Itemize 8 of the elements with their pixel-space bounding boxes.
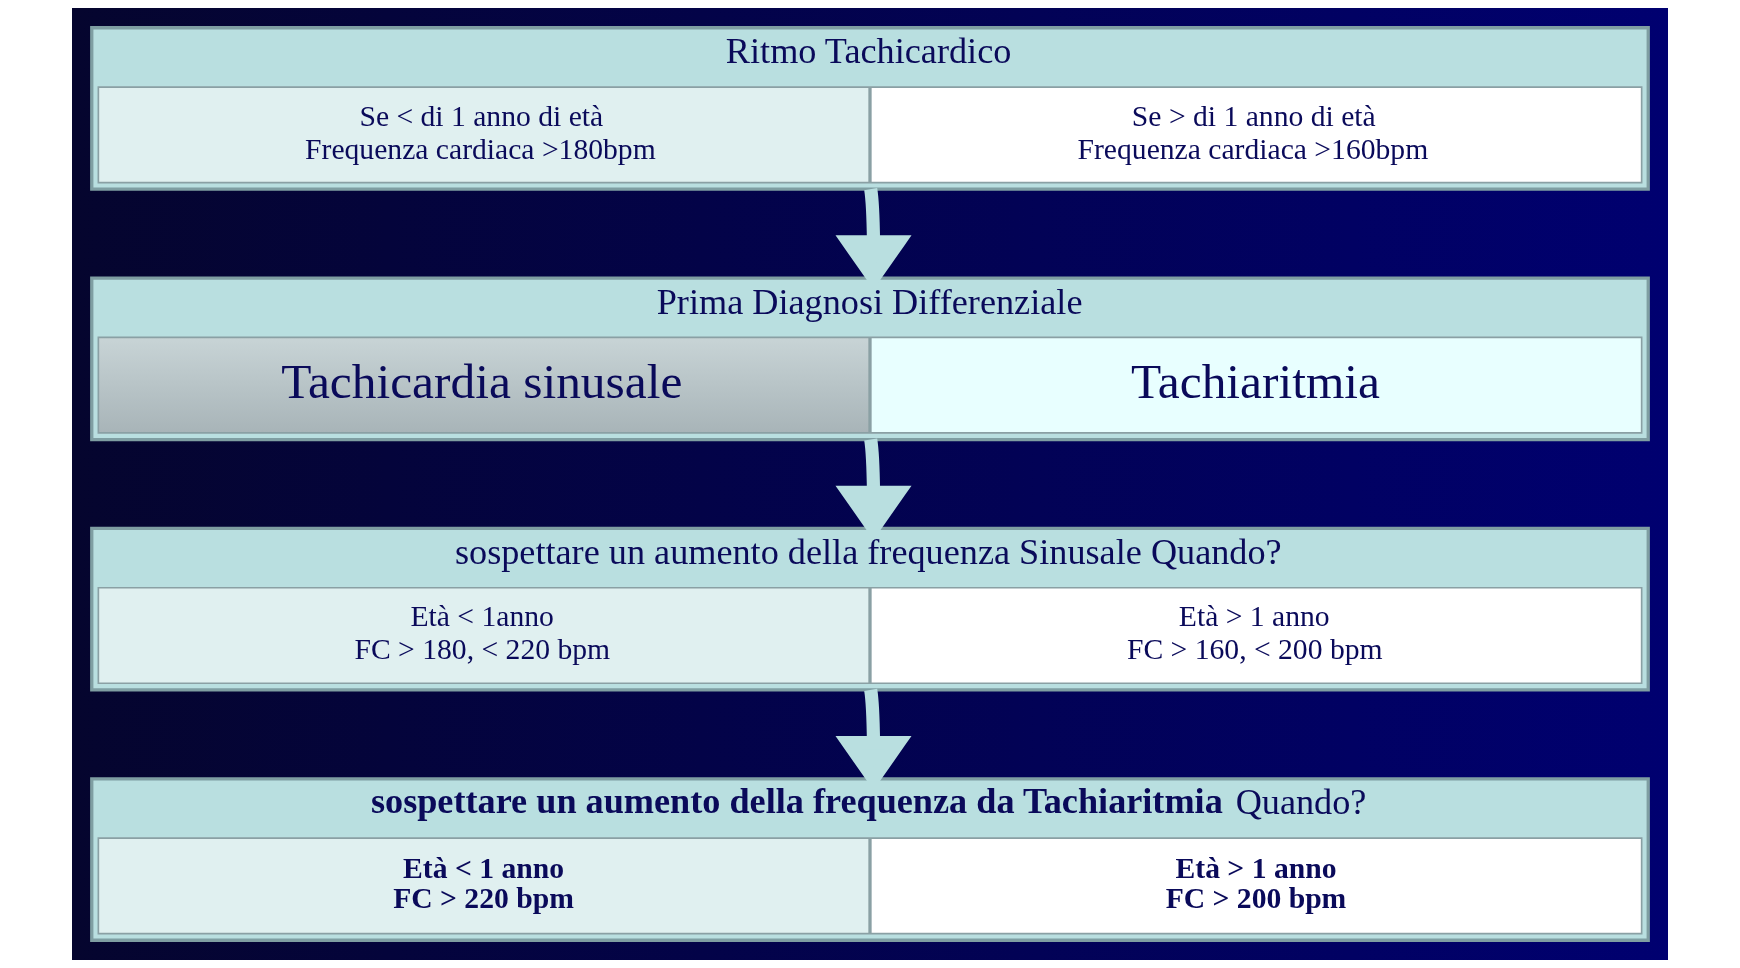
node-box: Tachiaritmia: [870, 336, 1643, 434]
node-box: Se > di 1 anno di età Frequenza cardiaca >160bpm: [870, 86, 1643, 184]
node-box: Tachicardia sinusale: [97, 336, 870, 434]
node-box: Età < 1anno FC > 180, < 220 bpm: [97, 586, 870, 685]
node-box: Età < 1 anno FC > 220 bpm: [97, 837, 870, 935]
node-box: Età > 1 anno FC > 160, < 200 bpm: [870, 586, 1643, 685]
node-box: Età > 1 anno FC > 200 bpm: [870, 837, 1643, 935]
node-box: Se < di 1 anno di età Frequenza cardiaca >180bpm: [97, 86, 870, 184]
